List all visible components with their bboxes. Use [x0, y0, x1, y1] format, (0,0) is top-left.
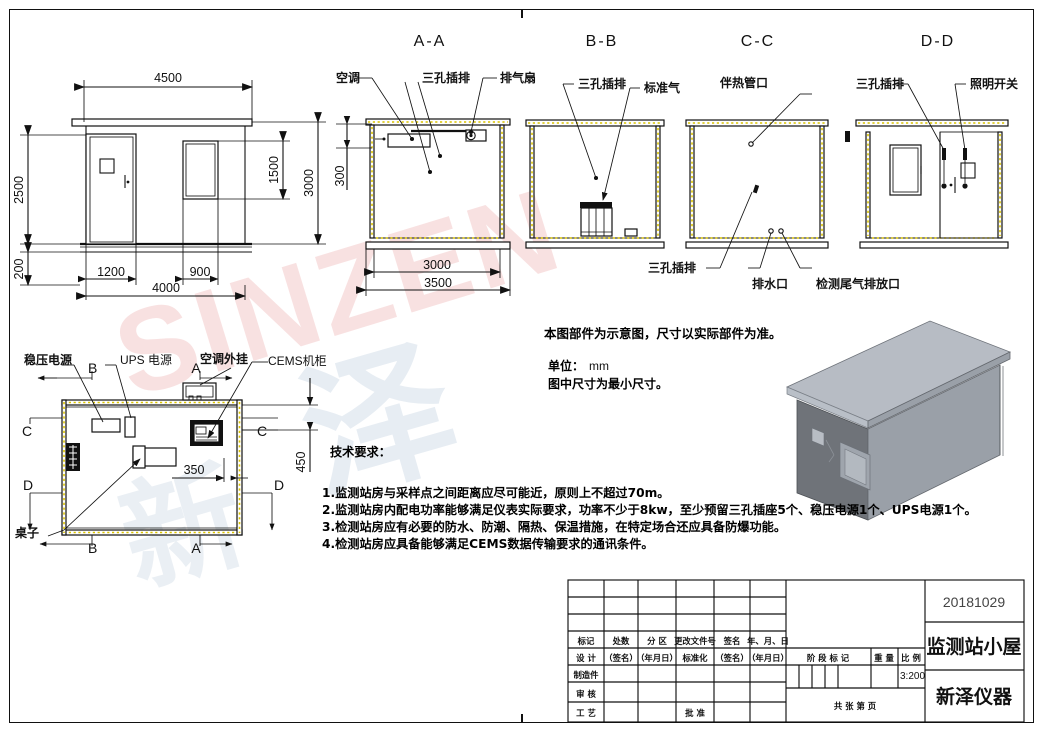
note-unit-value: mm [589, 359, 609, 373]
dim-window-width: 900 [190, 265, 211, 279]
section-bb-title: B-B [586, 33, 619, 50]
label-bb-stdgas: 标准气 [643, 80, 680, 95]
notes-block: 本图部件为示意图，尺寸以实际部件为准。 单位： mm 图中尺寸为最小尺寸。 [544, 326, 782, 391]
plan-section-mark-c-left: C [22, 423, 32, 439]
plan-section-mark-b-top: B [88, 360, 97, 376]
tb-stage-mark: 阶 段 标 记 [807, 653, 850, 663]
label-plan-ac-outdoor: 空调外挂 [200, 351, 248, 366]
tb-standard-sign: （签名） [715, 653, 749, 663]
tb-drawing-number: 20181029 [943, 594, 1006, 610]
tb-weight: 重 量 [874, 653, 894, 663]
section-cc-title: C-C [741, 33, 775, 50]
plan-view: 稳压电源 UPS 电源 空调外挂 CEMS机柜 桌子 B B C C [14, 351, 327, 556]
requirement-item-4: 4.检测站房应具备能够满足CEMS数据传输要求的通讯条件。 [322, 536, 654, 551]
tb-company-name: 新泽仪器 [936, 685, 1013, 708]
section-aa-title: A-A [414, 33, 447, 50]
center-tick-bottom [521, 714, 523, 723]
label-plan-cems-cabinet: CEMS机柜 [268, 354, 327, 368]
tb-review-label: 审 核 [576, 689, 596, 699]
requirement-item-3: 3.检测站房应有必要的防水、防潮、隔热、保温措施，在特定场合还应具备防爆功能。 [322, 519, 786, 534]
dim-aa-inner-width: 3000 [423, 258, 451, 272]
dim-aa-top-offset: 300 [333, 166, 347, 187]
dim-plan-offset: 450 [294, 452, 308, 473]
section-bb-view: B-B [525, 33, 680, 249]
dim-door-width: 1200 [97, 265, 125, 279]
dim-body-width: 4000 [152, 281, 180, 295]
tb-scale-value: 3:200 [900, 671, 925, 682]
plan-section-mark-d-left: D [23, 477, 33, 493]
tb-design-label: 设 计 [576, 653, 596, 663]
tb-standard-label: 标准化 [681, 653, 708, 663]
label-dd-socket: 三孔插排 [856, 76, 904, 91]
tb-sheet-count: 共 张 第 页 [834, 701, 877, 711]
tb-scale-label: 比 例 [901, 653, 921, 663]
label-plan-table: 桌子 [14, 525, 39, 540]
label-cc-heat-pipe: 伴热管口 [719, 75, 768, 90]
note-min-dim: 图中尺寸为最小尺寸。 [548, 376, 668, 391]
isometric-view [786, 320, 1012, 521]
dim-plan-shelf: 350 [184, 463, 205, 477]
label-cc-socket: 三孔插排 [648, 260, 696, 275]
tb-process-label: 工 艺 [576, 708, 596, 718]
tb-rev-h5: 签名 [723, 636, 741, 646]
section-dd-view: D-D [845, 33, 1018, 249]
section-aa-view: A-A [333, 33, 536, 296]
tb-standard-date: （年月日） [747, 653, 789, 663]
dim-aa-outer-width: 3500 [424, 276, 452, 290]
tb-rev-h2: 处数 [612, 636, 630, 646]
tb-material-label: 制造件 [573, 670, 599, 680]
tb-drawing-title: 监测站小屋 [926, 635, 1021, 658]
tb-rev-h3: 分 区 [647, 636, 667, 646]
front-elevation-view: 4500 3000 1500 2500 200 1 [12, 71, 326, 300]
plan-section-mark-b-bottom: B [88, 540, 97, 556]
section-cc-view: C-C 伴热管口 三孔插排 [648, 33, 900, 291]
label-plan-reg-power: 稳压电源 [24, 352, 72, 367]
plan-section-mark-a-bottom: A [191, 540, 201, 556]
label-bb-socket: 三孔插排 [578, 76, 626, 91]
label-cc-drain: 排水口 [752, 276, 788, 291]
dim-window-height: 1500 [267, 156, 281, 184]
plan-section-mark-d-right: D [274, 477, 284, 493]
note-unit-label: 单位： [548, 358, 584, 373]
center-tick-top [521, 9, 523, 18]
dim-roof-width: 4500 [154, 71, 182, 85]
requirements-heading: 技术要求： [330, 444, 391, 459]
section-dd-title: D-D [921, 33, 955, 50]
label-cc-exhaust: 检测尾气排放口 [816, 276, 900, 291]
tb-design-date: （年月日） [636, 653, 678, 663]
title-block: 标记 处数 分 区 更改文件号 签名 年、月、日 设 计 （签名） （年月日） … [567, 579, 1025, 723]
label-aa-fan: 排气扇 [500, 70, 536, 85]
dim-total-height: 3000 [302, 169, 316, 197]
tb-rev-h4: 更改文件号 [674, 636, 716, 646]
dim-base-height: 200 [12, 259, 26, 280]
label-plan-ups-power: UPS 电源 [120, 353, 172, 367]
label-aa-ac: 空调 [336, 70, 360, 85]
requirement-item-2: 2.监测站房内配电功率能够满足仪表实际要求，功率不少于8kw，至少预留三孔插座5… [322, 502, 977, 517]
dim-wall-height: 2500 [12, 176, 26, 204]
plan-section-mark-a-top: A [191, 360, 201, 376]
tb-rev-h1: 标记 [577, 636, 595, 646]
plan-section-mark-c-right: C [257, 423, 267, 439]
label-dd-light-switch: 照明开关 [970, 76, 1018, 91]
requirements-block: 技术要求： 1.监测站房与采样点之间距离应尽可能近，原则上不超过70m。 2.监… [322, 444, 977, 551]
requirement-item-1: 1.监测站房与采样点之间距离应尽可能近，原则上不超过70m。 [322, 485, 669, 500]
tb-design-sign: （签名） [604, 653, 638, 663]
label-aa-socket: 三孔插排 [422, 70, 470, 85]
note-schematic: 本图部件为示意图，尺寸以实际部件为准。 [544, 326, 782, 341]
tb-approve-label: 批 准 [685, 708, 705, 718]
tb-rev-h6: 年、月、日 [747, 636, 789, 646]
